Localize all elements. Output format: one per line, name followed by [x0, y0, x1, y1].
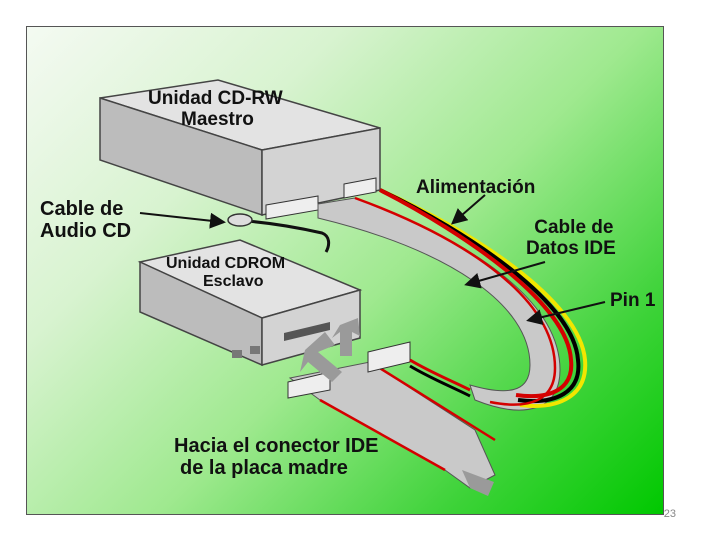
ide-ribbon-cable [317, 188, 588, 411]
grey-arrow-bottom [462, 470, 494, 496]
master-drive-label: Unidad CD-RW Maestro [148, 88, 283, 131]
audio-cable-label-line2: Audio CD [40, 220, 132, 242]
audio-pointer [139, 212, 226, 229]
grey-arrow-left [300, 332, 342, 382]
ide-data-cable-label-line1: Cable de [534, 217, 614, 238]
audio-cable-label: Cable de Audio CD [40, 198, 131, 242]
audio-connector [227, 213, 253, 227]
audio-cable [231, 218, 331, 253]
slave-drive-label: Unidad CDROM Esclavo [166, 255, 285, 290]
slave-drive-label-line2: Esclavo [203, 272, 264, 290]
pin1-label: Pin 1 [610, 290, 656, 311]
power-pointer [450, 194, 486, 225]
ide-data-cable-label-line2: Datos IDE [526, 237, 616, 259]
motherboard-connector-label-line1: Hacia el conector IDE [174, 435, 379, 457]
master-drive-label-line2: Maestro [181, 108, 254, 130]
grey-arrow-right [332, 318, 360, 356]
page-number: 23 [663, 508, 676, 520]
pin1-pointer [526, 301, 606, 325]
power-label: Alimentación [416, 177, 536, 198]
slave-drive-label-line1: Unidad CDROM [166, 255, 286, 272]
ide-data-cable-label: Cable de Datos IDE [526, 217, 616, 260]
motherboard-connector-label: Hacia el conector IDE de la placa madre [174, 435, 379, 479]
slave-drive [137, 239, 363, 367]
data-cable-pointer [464, 261, 546, 289]
motherboard-ribbon [287, 341, 496, 489]
audio-cable-label-line1: Cable de [40, 198, 124, 220]
master-drive-label-line1: Unidad CD-RW [148, 88, 283, 109]
motherboard-connector-label-line2: de la placa madre [180, 457, 348, 479]
